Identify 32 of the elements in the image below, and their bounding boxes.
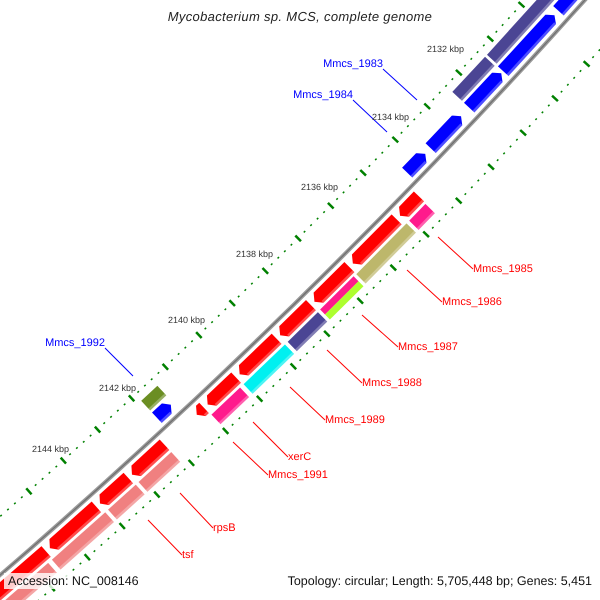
gene-label: Mmcs_1984: [293, 88, 353, 102]
leader-line: [406, 270, 442, 302]
scale-label: 2140 kbp: [168, 314, 205, 327]
leader-line: [104, 348, 134, 376]
scale-label: 2138 kbp: [236, 248, 273, 261]
leader-line: [290, 386, 326, 420]
leader-line: [180, 492, 214, 528]
diagram-title: Mycobacterium sp. MCS, complete genome: [168, 9, 432, 25]
leader-line: [232, 442, 268, 476]
scale-label: 2144 kbp: [32, 443, 69, 456]
gene-label: Mmcs_1991: [268, 468, 328, 482]
gene-label: xerC: [288, 450, 312, 464]
gene-label: Mmcs_1992: [45, 336, 105, 350]
gene-label: Mmcs_1986: [442, 295, 502, 309]
scale-label: 2136 kbp: [300, 181, 338, 194]
leader-line: [382, 68, 418, 100]
gene-label: Mmcs_1988: [362, 376, 422, 390]
leader-line: [252, 422, 288, 458]
scale-label: 2132 kbp: [426, 43, 464, 56]
scale-label: 2142 kbp: [98, 382, 136, 395]
leader-line: [352, 100, 388, 132]
leader-line: [326, 350, 362, 384]
leader-line: [362, 314, 398, 348]
gene-label: Mmcs_1989: [325, 413, 385, 427]
gene-label: Mmcs_1987: [398, 340, 458, 354]
leader-line: [148, 520, 182, 556]
gene-label: rpsB: [213, 521, 236, 535]
gene-label: tsf: [182, 548, 194, 562]
gene-label: Mmcs_1985: [473, 262, 533, 276]
scale-label: 2134 kbp: [372, 111, 409, 124]
gene-label: Mmcs_1983: [323, 57, 383, 71]
leader-line: [438, 236, 474, 270]
